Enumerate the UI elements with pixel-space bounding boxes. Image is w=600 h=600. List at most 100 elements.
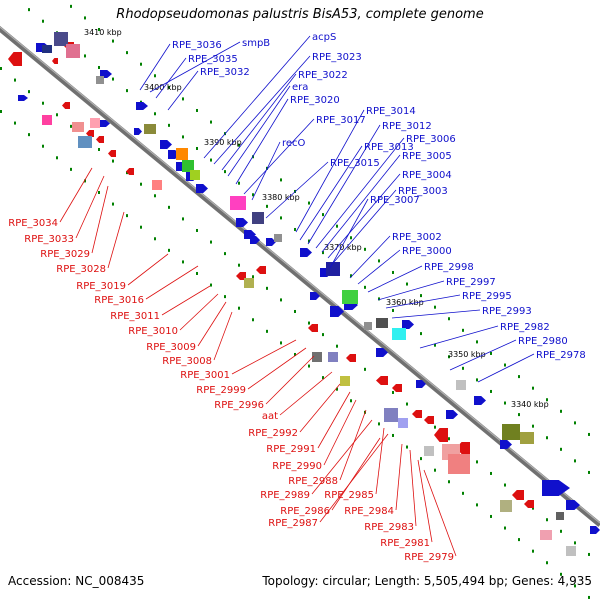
reverse-gene-label: RPE_2985 — [324, 490, 374, 501]
reverse-gene-label: RPE_2979 — [404, 552, 454, 563]
track-tick — [280, 298, 282, 302]
track-tick — [28, 90, 30, 94]
track-tick — [196, 271, 198, 275]
track-tick — [182, 260, 184, 264]
reverse-gene-arrow — [8, 52, 22, 66]
feature-block — [502, 424, 520, 440]
scale-label: 3370 kbp — [324, 243, 362, 252]
forward-callout — [477, 353, 535, 383]
forward-gene-label: RPE_3017 — [316, 115, 366, 126]
feature-block — [96, 76, 104, 84]
track-tick — [476, 503, 478, 507]
forward-gene-label: RPE_2980 — [518, 336, 568, 347]
track-tick — [546, 561, 548, 565]
track-tick — [42, 19, 44, 23]
forward-gene-arrow — [416, 380, 426, 388]
track-tick — [266, 329, 268, 333]
reverse-gene-arrow — [96, 136, 104, 143]
reverse-callout — [161, 285, 211, 316]
forward-callout — [391, 309, 481, 319]
forward-gene-arrow — [236, 218, 248, 227]
track-tick — [532, 506, 534, 510]
track-tick — [140, 182, 142, 186]
track-tick — [42, 144, 44, 148]
track-tick — [574, 421, 576, 425]
track-tick — [70, 4, 72, 8]
feature-block — [392, 328, 406, 340]
reverse-gene-arrow — [308, 324, 318, 332]
track-tick — [308, 321, 310, 325]
track-tick — [476, 460, 478, 464]
forward-gene-label: RPE_3005 — [402, 151, 452, 162]
feature-block — [176, 148, 188, 160]
track-tick — [168, 205, 170, 209]
reverse-callout — [107, 211, 125, 269]
track-tick — [154, 194, 156, 198]
reverse-gene-label: RPE_2984 — [344, 506, 394, 517]
track-tick — [336, 344, 338, 348]
track-tick — [56, 113, 58, 117]
scale-label: 3410 kbp — [84, 28, 122, 37]
feature-block — [66, 44, 80, 58]
genome-info-text: Topology: circular; Length: 5,505,494 bp… — [262, 574, 592, 588]
track-tick — [238, 181, 240, 185]
track-tick — [504, 401, 506, 405]
reverse-callout — [311, 419, 373, 495]
reverse-gene-arrow — [346, 354, 356, 362]
track-tick — [112, 159, 114, 163]
forward-gene-label: RPE_3023 — [312, 52, 362, 63]
track-tick — [252, 275, 254, 279]
feature-block — [328, 352, 338, 362]
reverse-gene-arrow — [256, 266, 266, 274]
track-tick — [546, 398, 548, 402]
forward-gene-arrow — [160, 140, 172, 149]
outer-track-bottom-2 — [0, 110, 590, 599]
forward-gene-arrow — [300, 248, 312, 257]
reverse-gene-label: RPE_3029 — [40, 249, 90, 260]
reverse-gene-arrow — [376, 376, 388, 385]
forward-callout — [139, 43, 171, 91]
track-tick — [140, 225, 142, 229]
track-tick — [294, 352, 296, 356]
forward-gene-label: RPE_3000 — [402, 246, 452, 257]
track-tick — [0, 110, 2, 113]
track-tick — [112, 77, 114, 81]
track-tick — [84, 16, 86, 20]
track-tick — [574, 584, 576, 588]
feature-block — [342, 290, 358, 304]
forward-callout — [385, 294, 461, 309]
track-tick — [210, 240, 212, 244]
track-tick — [182, 135, 184, 139]
track-tick — [462, 366, 464, 370]
scale-label: 3380 kbp — [262, 193, 300, 202]
forward-callout — [167, 70, 199, 111]
track-tick — [154, 74, 156, 78]
track-tick — [112, 202, 114, 206]
forward-gene-label: RPE_3002 — [392, 232, 442, 243]
reverse-callout — [339, 409, 367, 481]
reverse-gene-label: RPE_3001 — [180, 370, 230, 381]
track-tick — [126, 214, 128, 218]
forward-gene-arrow — [590, 526, 600, 534]
track-tick — [98, 65, 100, 69]
reverse-gene-label: RPE_3019 — [76, 281, 126, 292]
forward-gene-arrow — [566, 500, 580, 510]
track-tick — [196, 108, 198, 112]
track-tick — [448, 480, 450, 484]
feature-block — [54, 32, 68, 46]
forward-callout — [307, 124, 381, 245]
track-tick — [560, 447, 562, 451]
forward-gene-label: RPE_2997 — [446, 277, 496, 288]
forward-gene-label: RPE_3003 — [398, 186, 448, 197]
track-tick — [560, 572, 562, 576]
forward-gene-arrow — [196, 184, 208, 193]
reverse-gene-arrow — [52, 58, 58, 64]
track-tick — [378, 297, 380, 301]
feature-block — [384, 408, 398, 422]
reverse-callout — [417, 459, 433, 543]
track-tick — [364, 285, 366, 289]
track-tick — [392, 308, 394, 312]
reverse-callout — [75, 175, 105, 239]
accession-text: Accession: NC_008435 — [8, 574, 145, 588]
reverse-gene-arrow — [108, 150, 116, 157]
